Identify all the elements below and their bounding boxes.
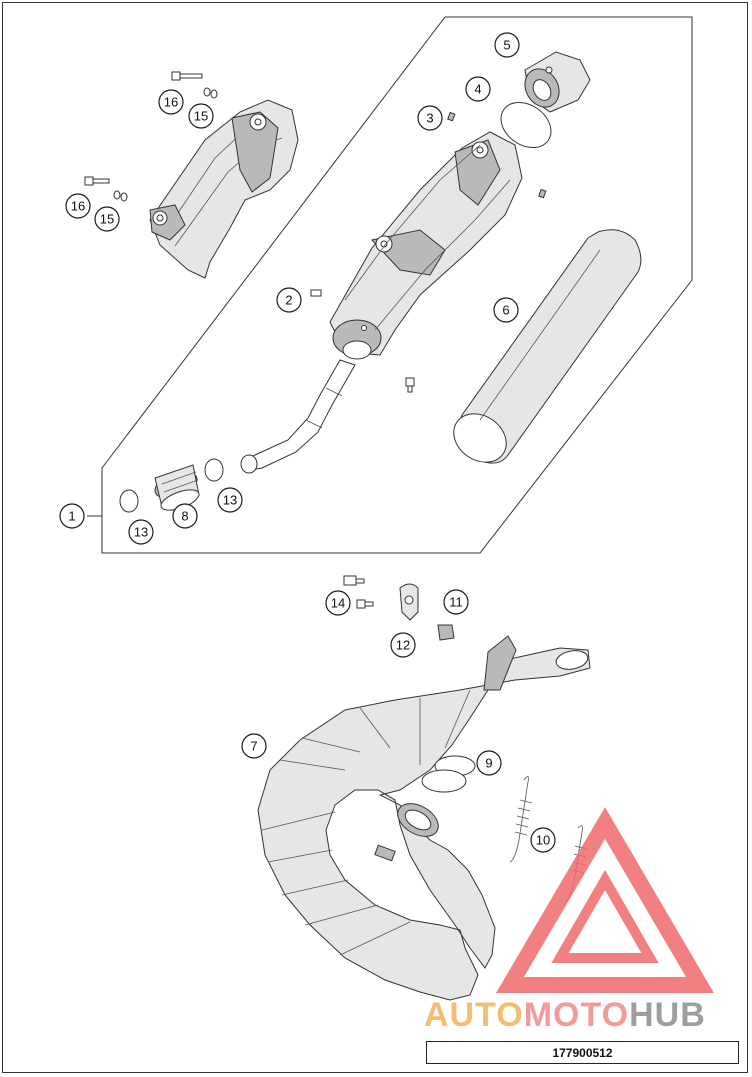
callout-10: 10 bbox=[530, 827, 556, 853]
callout-6: 6 bbox=[493, 297, 519, 323]
callout-3: 3 bbox=[417, 105, 443, 131]
svg-text:12: 12 bbox=[396, 638, 410, 653]
callout-11: 11 bbox=[443, 589, 469, 615]
washers-15-upper bbox=[203, 87, 218, 99]
svg-text:9: 9 bbox=[485, 756, 492, 771]
watermark-word-moto: MOTO bbox=[524, 996, 629, 1034]
svg-text:16: 16 bbox=[164, 95, 178, 110]
svg-text:13: 13 bbox=[223, 493, 237, 508]
svg-text:15: 15 bbox=[100, 212, 114, 227]
end-cap-part bbox=[524, 51, 591, 113]
inlet-pipe bbox=[240, 359, 356, 474]
callout-16-lower: 16 bbox=[65, 193, 91, 219]
svg-text:16: 16 bbox=[71, 199, 85, 214]
svg-text:3: 3 bbox=[426, 111, 433, 126]
bolt-16-lower bbox=[84, 176, 110, 186]
bracket-rubber-part bbox=[399, 583, 419, 621]
svg-text:4: 4 bbox=[474, 82, 481, 97]
rivet-part bbox=[447, 111, 547, 199]
bolt-16-upper bbox=[171, 71, 203, 81]
callout-8: 8 bbox=[172, 503, 198, 529]
callout-1: 1 bbox=[59, 503, 85, 529]
svg-text:15: 15 bbox=[194, 109, 208, 124]
svg-text:14: 14 bbox=[331, 596, 345, 611]
pipe-coupler-part bbox=[154, 464, 200, 511]
svg-text:13: 13 bbox=[134, 525, 148, 540]
svg-text:7: 7 bbox=[250, 739, 257, 754]
svg-text:10: 10 bbox=[536, 833, 550, 848]
svg-text:AUTOMOTOHUB: AUTOMOTOHUB bbox=[424, 996, 706, 1034]
screw-part bbox=[310, 289, 415, 393]
callout-13-left: 13 bbox=[128, 519, 154, 545]
heat-shield-part bbox=[149, 99, 299, 279]
callout-15-upper: 15 bbox=[188, 103, 214, 129]
bracket-bolt-part bbox=[343, 575, 374, 609]
svg-text:1: 1 bbox=[68, 509, 75, 524]
o-ring-9-lower bbox=[421, 769, 467, 793]
svg-text:6: 6 bbox=[502, 303, 509, 318]
callout-16-upper: 16 bbox=[158, 89, 184, 115]
callout-15-lower: 15 bbox=[94, 206, 120, 232]
svg-text:8: 8 bbox=[181, 509, 188, 524]
watermark-triangle-icon bbox=[496, 807, 714, 993]
watermark-word-hub: HUB bbox=[629, 996, 706, 1034]
watermark-logo: AUTOMOTOHUB bbox=[424, 807, 714, 1034]
callout-13-right: 13 bbox=[217, 487, 243, 513]
assembly-1-boundary bbox=[101, 16, 693, 554]
gasket-part-left bbox=[119, 489, 139, 513]
clip-nut-part bbox=[437, 624, 455, 641]
callout-12: 12 bbox=[390, 632, 416, 658]
svg-text:5: 5 bbox=[503, 38, 510, 53]
callout-14: 14 bbox=[325, 590, 351, 616]
gasket-part-right bbox=[204, 458, 224, 482]
part-number-label: 177900512 bbox=[426, 1041, 739, 1064]
silencer-sleeve-part bbox=[453, 229, 642, 464]
header-pipe-part bbox=[257, 635, 591, 1001]
svg-text:11: 11 bbox=[449, 595, 463, 610]
callout-2: 2 bbox=[276, 287, 302, 313]
silencer-body-part bbox=[329, 131, 523, 360]
callout-9: 9 bbox=[476, 750, 502, 776]
washers-15-lower bbox=[113, 190, 128, 202]
callout-7: 7 bbox=[241, 733, 267, 759]
o-ring-part bbox=[500, 101, 552, 149]
callout-5: 5 bbox=[494, 32, 520, 58]
svg-text:2: 2 bbox=[285, 293, 292, 308]
callout-4: 4 bbox=[465, 76, 491, 102]
watermark-word-auto: AUTO bbox=[424, 996, 524, 1034]
